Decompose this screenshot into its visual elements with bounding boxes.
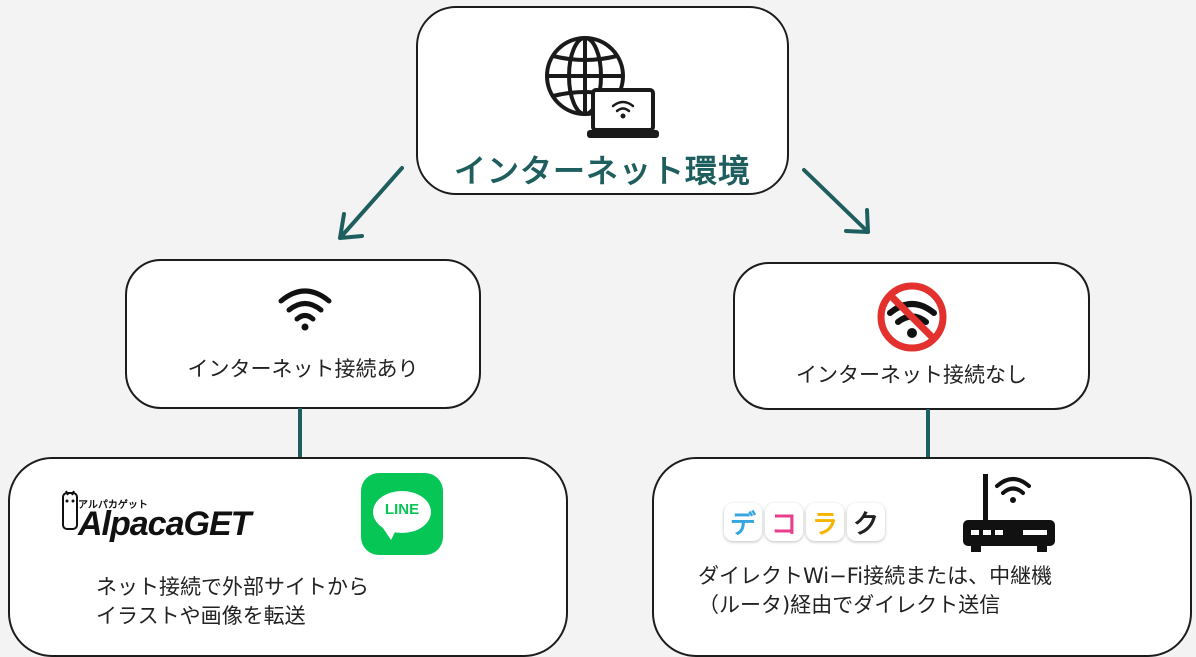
decoraku-tile-ko: コ xyxy=(765,503,803,541)
arrow-right xyxy=(802,168,870,234)
alpaca-get-logo: AlpacaGET xyxy=(78,505,251,543)
line-app-logo: LINE xyxy=(361,473,443,555)
line-bubble-icon xyxy=(373,491,431,533)
decoraku-logo: デ コ ラ ク xyxy=(724,503,885,541)
not-connected-box: インターネット接続なし xyxy=(733,262,1090,410)
globe-laptop-wifi-icon xyxy=(545,36,659,138)
alpaca-mascot-icon xyxy=(62,490,78,530)
line-label: LINE xyxy=(384,501,420,518)
connected-box: インターネット接続あり xyxy=(125,259,481,409)
connector-left xyxy=(298,408,302,460)
online-apps-box: アルパカゲット AlpacaGET LINE ネット接続で外部サイトから イラス… xyxy=(8,457,568,657)
offline-description: ダイレクトWi−Fi接続または、中継機 （ルータ)経由でダイレクト送信 xyxy=(698,562,1052,620)
online-description-line-1: ネット接続で外部サイトから xyxy=(96,575,369,599)
not-connected-label: インターネット接続なし xyxy=(796,363,1027,387)
online-description: ネット接続で外部サイトから イラストや画像を転送 xyxy=(96,573,369,631)
wifi-icon xyxy=(278,288,332,331)
page-title: インターネット環境 xyxy=(453,152,751,190)
offline-apps-box: デ コ ラ ク ダイレクトWi−Fi接続または、中継機 （ルータ)経由でダイレク… xyxy=(652,457,1192,657)
router-icon xyxy=(963,474,1055,552)
offline-description-line-1: ダイレクトWi−Fi接続または、中継機 xyxy=(698,564,1053,588)
alpaca-get-kana: アルパカゲット xyxy=(78,500,148,511)
online-description-line-2: イラストや画像を転送 xyxy=(96,604,306,628)
offline-description-line-2: （ルータ)経由でダイレクト送信 xyxy=(698,593,1001,617)
decoraku-tile-ra: ラ xyxy=(806,503,844,541)
decoraku-tile-de: デ xyxy=(724,503,762,541)
connector-right xyxy=(926,409,930,459)
decoraku-tile-ku: ク xyxy=(847,503,885,541)
internet-environment-box: インターネット環境 xyxy=(416,6,789,195)
arrow-left xyxy=(338,166,404,240)
no-wifi-icon xyxy=(877,282,947,352)
connected-label: インターネット接続あり xyxy=(187,357,419,381)
